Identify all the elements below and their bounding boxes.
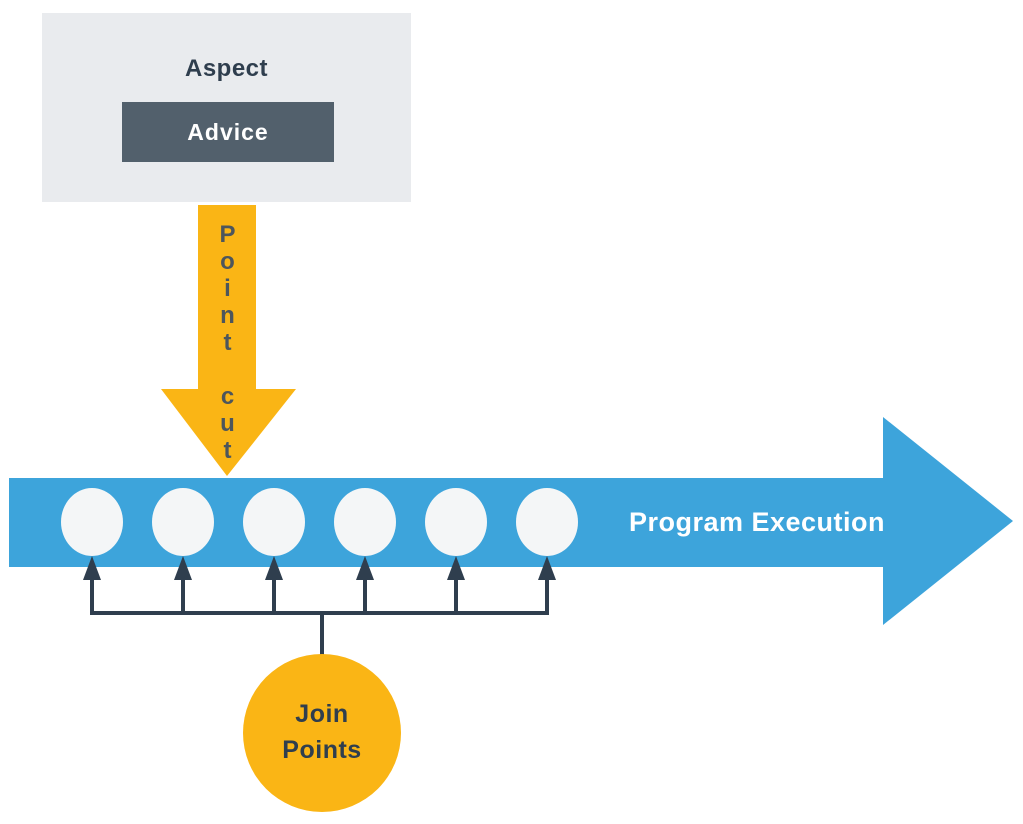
join-point xyxy=(61,488,123,615)
join-point-circle xyxy=(425,488,487,556)
program-execution-label: Program Execution xyxy=(628,507,886,537)
join-point-arrowhead-icon xyxy=(356,556,374,580)
join-point xyxy=(516,488,578,615)
join-point-circle xyxy=(243,488,305,556)
join-point xyxy=(243,488,305,615)
join-point xyxy=(425,488,487,615)
join-point xyxy=(152,488,214,615)
join-points-label: Join Points xyxy=(282,700,362,764)
advice-box: Advice xyxy=(122,102,334,162)
join-point-circle xyxy=(334,488,396,556)
join-point-circle xyxy=(61,488,123,556)
aspect-title: Aspect xyxy=(184,55,269,82)
join-point xyxy=(334,488,396,615)
program-execution-arrow-icon xyxy=(9,417,1013,625)
pointcut-down-arrow-icon xyxy=(161,205,296,476)
pointcut-label: Point cut xyxy=(214,221,241,464)
join-point-circle xyxy=(152,488,214,556)
advice-label: Advice xyxy=(187,118,269,145)
join-point-arrowhead-icon xyxy=(83,556,101,580)
join-point-arrowhead-icon xyxy=(265,556,283,580)
join-point-arrowhead-icon xyxy=(538,556,556,580)
join-point-arrowhead-icon xyxy=(447,556,465,580)
join-points-bracket xyxy=(90,611,549,656)
join-points-bubble xyxy=(243,654,401,812)
join-point-arrowhead-icon xyxy=(174,556,192,580)
aspect-panel: Aspect Advice xyxy=(42,13,411,202)
join-point-circle xyxy=(516,488,578,556)
join-points-layer xyxy=(61,488,578,615)
